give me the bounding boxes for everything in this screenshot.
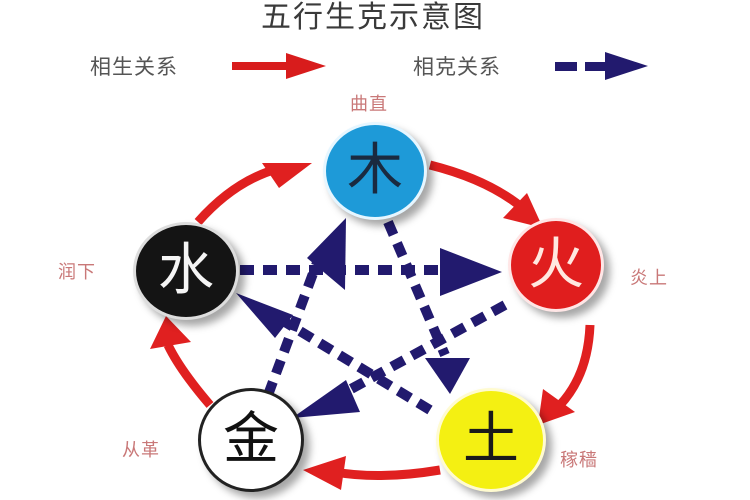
water-glyph: 水 [158,238,214,303]
element-wood: 木 [323,122,427,220]
element-metal: 金 [198,388,304,492]
earth-glyph: 土 [463,407,519,472]
controlling-arrowheads [236,218,502,418]
element-earth: 土 [436,388,546,492]
arrow-metal-to-water [163,343,214,408]
trait-label-metal: 从革 [122,440,160,461]
controlling-cycle-arrows [240,220,508,415]
arrow-metal-to-wood [263,258,323,397]
arrow-fire-to-earth [556,324,595,409]
element-water: 水 [133,222,239,320]
arrow-earth-to-metal [334,465,441,481]
trait-label-earth: 稼穑 [560,450,598,471]
element-fire: 火 [508,218,604,312]
legend-generating-label: 相生关系 [90,55,178,79]
arrow-wood-to-fire [428,160,528,214]
trait-label-fire: 炎上 [630,268,668,289]
legend-controlling-label: 相克关系 [413,55,501,79]
diagram-title: 五行生克示意图 [261,0,485,35]
arrow-water-to-wood [194,163,282,225]
wood-glyph: 木 [347,138,403,203]
arrow-earth-to-water [282,317,433,415]
legend-controlling-arrow-icon [555,52,648,80]
metal-glyph: 金 [223,407,279,472]
generating-cycle-arrows [150,160,595,490]
fire-glyph: 火 [528,232,584,297]
trait-label-wood: 曲直 [350,94,388,115]
trait-label-water: 润下 [58,262,96,283]
arrow-wood-to-earth [383,220,450,357]
legend-generating-arrow-icon [232,53,326,79]
arrow-fire-to-metal [337,300,508,400]
